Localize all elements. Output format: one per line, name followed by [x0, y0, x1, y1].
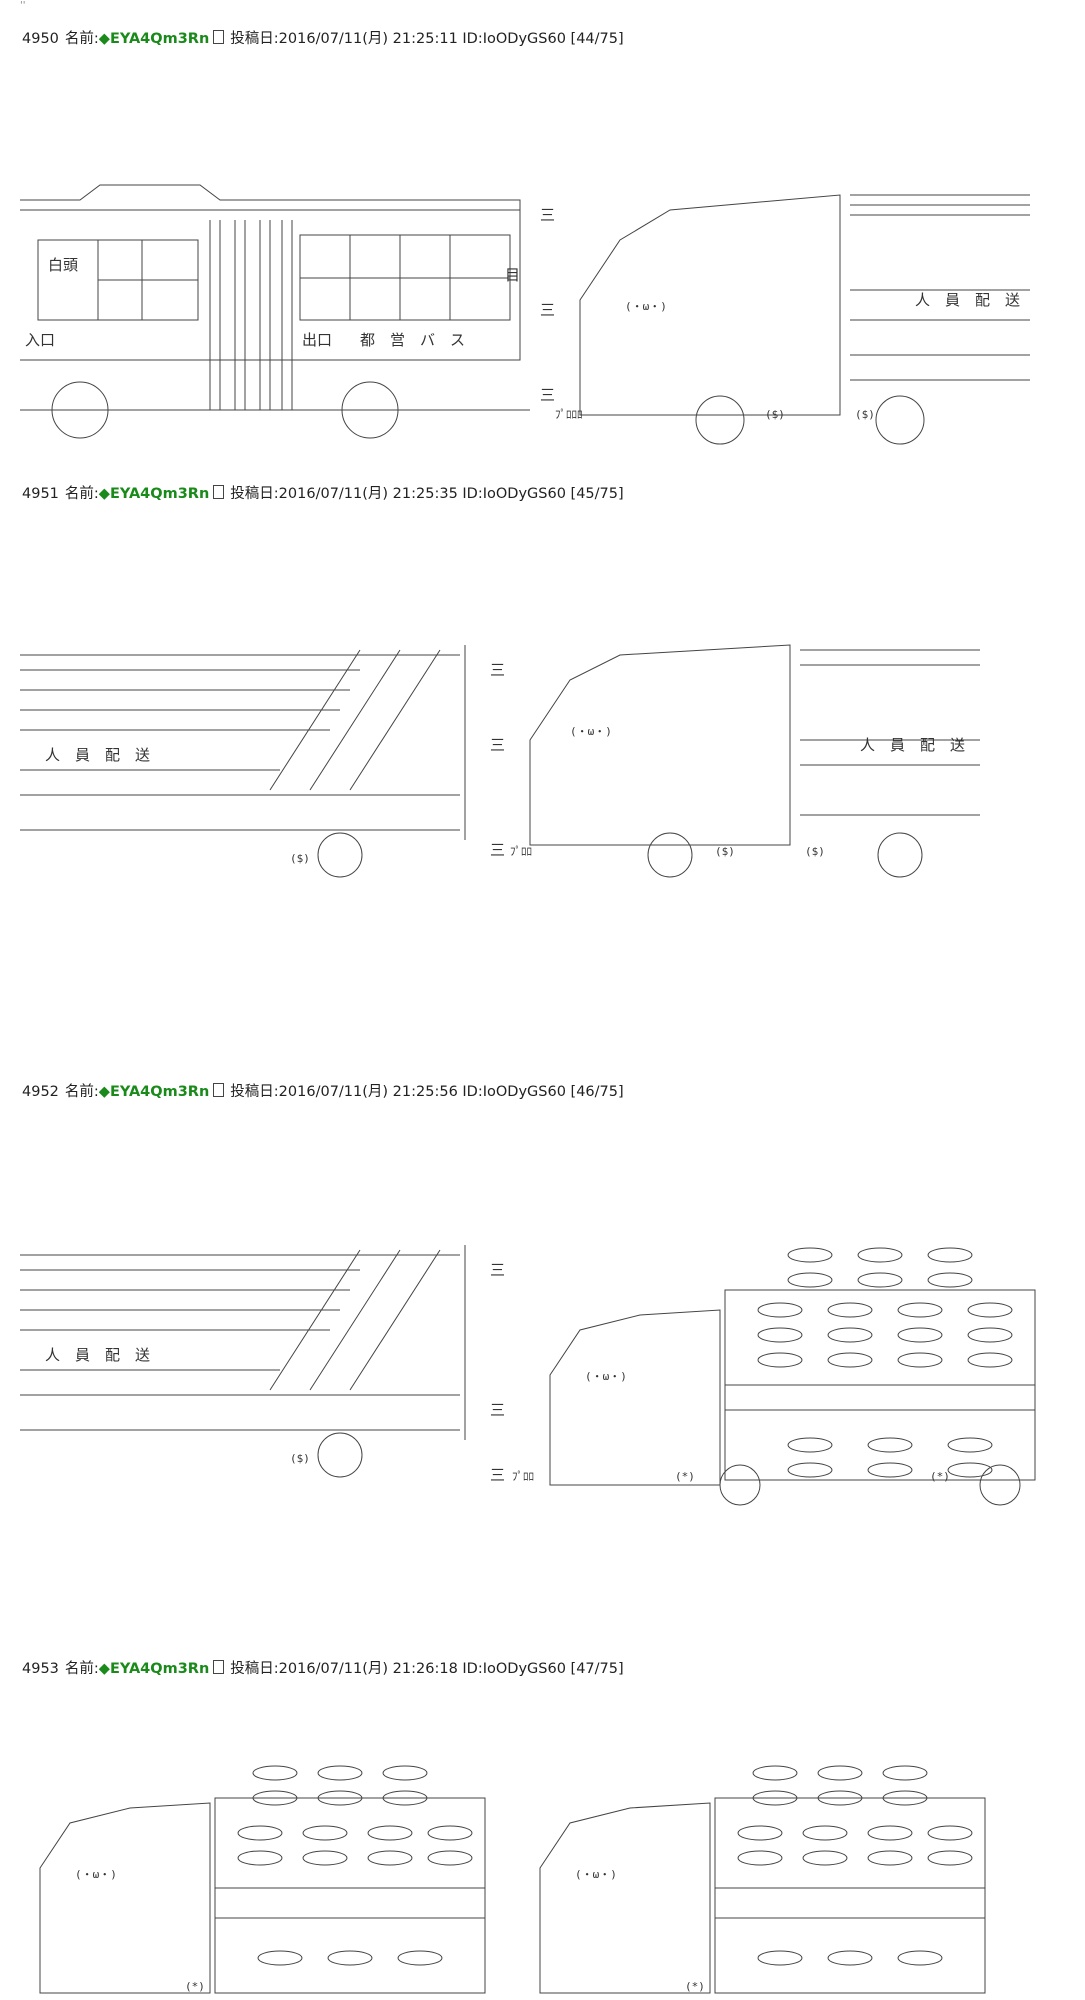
art-face: (・ω・): [625, 300, 667, 313]
name-label: 名前:: [64, 1661, 99, 1677]
art-speed-lines: 三: [540, 386, 555, 404]
missing-glyph-icon: [213, 1083, 225, 1097]
art-label-deguchi: 出口: [302, 331, 332, 349]
art-face: (・ω・): [585, 1370, 627, 1383]
art-label-me: 目: [505, 266, 520, 284]
art-label-iriguchi: 入口: [25, 331, 55, 349]
post-header-2: 4951 名前:◆EYA4Qm3Rn 投稿日:2016/07/11(月) 21:25…: [22, 485, 624, 503]
post-meta: 投稿日:2016/07/11(月) 21:26:18 ID:IoODyGS60 …: [230, 1661, 624, 1677]
art-face: (・ω・): [75, 1868, 117, 1881]
post-header-3: 4952 名前:◆EYA4Qm3Rn 投稿日:2016/07/11(月) 21:25…: [22, 1083, 624, 1101]
art-logo: ($): [290, 1452, 310, 1465]
name-label: 名前:: [64, 486, 99, 502]
ascii-art-1: 白頭 入口 出口 都 営 バ ス 目 三 三 三 人 員 配 送 (・ω・) ﾌ…: [20, 180, 1060, 460]
trip-code[interactable]: ◆EYA4Qm3Rn: [98, 31, 210, 47]
art-label-hakuto: 白頭: [48, 256, 78, 274]
name-label: 名前:: [64, 1084, 99, 1100]
corner-dot: '': [20, 0, 26, 11]
art-truck-right: (・ω・) (*): [539, 1765, 986, 1994]
art-label-jinin-haiso: 人 員 配 送: [45, 1346, 150, 1364]
post-header-1: 4950 名前:◆EYA4Qm3Rn 投稿日:2016/07/11(月) 21:25…: [22, 30, 624, 48]
post-number: 4951: [22, 486, 59, 502]
ascii-art-4: (・ω・) (*) (・ω・) (*): [20, 1758, 1060, 1998]
art-logo: ($): [715, 845, 735, 858]
missing-glyph-icon: [213, 30, 225, 44]
art-truck-left: (・ω・) (*): [39, 1765, 486, 1994]
post-meta: 投稿日:2016/07/11(月) 21:25:35 ID:IoODyGS60 …: [230, 486, 624, 502]
ascii-art-3: 人 員 配 送 三 三 三 ($) (・ω・) ﾌﾟﾛﾛ (*) (*): [20, 1235, 1060, 1515]
ascii-art-2: 人 員 配 送 三 三 三 ($) 人 員 配 送 (・ω・) ﾌﾟﾛﾛ ($)…: [20, 640, 1060, 880]
art-label-toei-bus: 都 営 バ ス: [360, 331, 465, 349]
art-label-jinin-haiso: 人 員 配 送: [860, 736, 965, 754]
art-engine-sound: ﾌﾟﾛﾛﾛ: [555, 408, 583, 421]
art-speed-lines: 三: [490, 1401, 505, 1419]
post-header-4: 4953 名前:◆EYA4Qm3Rn 投稿日:2016/07/11(月) 21:26…: [22, 1660, 624, 1678]
post-number: 4953: [22, 1661, 59, 1677]
art-logo: ($): [765, 408, 785, 421]
art-speed-lines: 三: [540, 301, 555, 319]
art-cargo-bundles: [757, 1247, 1013, 1478]
art-speed-lines: 三: [490, 736, 505, 754]
art-speed-lines: 三: [490, 841, 505, 859]
art-speed-lines: 三: [490, 1466, 505, 1484]
art-label-jinin-haiso: 人 員 配 送: [45, 746, 150, 764]
art-logo: (*): [185, 1980, 205, 1993]
trip-code[interactable]: ◆EYA4Qm3Rn: [98, 486, 210, 502]
post-meta: 投稿日:2016/07/11(月) 21:25:56 ID:IoODyGS60 …: [230, 1084, 624, 1100]
trip-code[interactable]: ◆EYA4Qm3Rn: [98, 1661, 210, 1677]
art-logo: (*): [930, 1470, 950, 1483]
art-logo: ($): [855, 408, 875, 421]
art-engine-sound: ﾌﾟﾛﾛ: [510, 845, 532, 858]
post-number: 4950: [22, 31, 59, 47]
art-speed-lines: 三: [490, 661, 505, 679]
art-face: (・ω・): [575, 1868, 617, 1881]
art-label-jinin-haiso: 人 員 配 送: [915, 291, 1020, 309]
art-speed-lines: 三: [540, 206, 555, 224]
missing-glyph-icon: [213, 485, 225, 499]
art-logo: ($): [290, 852, 310, 865]
art-logo: (*): [675, 1470, 695, 1483]
missing-glyph-icon: [213, 1660, 225, 1674]
art-face: (・ω・): [570, 725, 612, 738]
art-logo: ($): [805, 845, 825, 858]
name-label: 名前:: [64, 31, 99, 47]
post-meta: 投稿日:2016/07/11(月) 21:25:11 ID:IoODyGS60 …: [230, 31, 624, 47]
art-engine-sound: ﾌﾟﾛﾛ: [512, 1470, 534, 1483]
art-logo: (*): [685, 1980, 705, 1993]
art-speed-lines: 三: [490, 1261, 505, 1279]
post-number: 4952: [22, 1084, 59, 1100]
trip-code[interactable]: ◆EYA4Qm3Rn: [98, 1084, 210, 1100]
